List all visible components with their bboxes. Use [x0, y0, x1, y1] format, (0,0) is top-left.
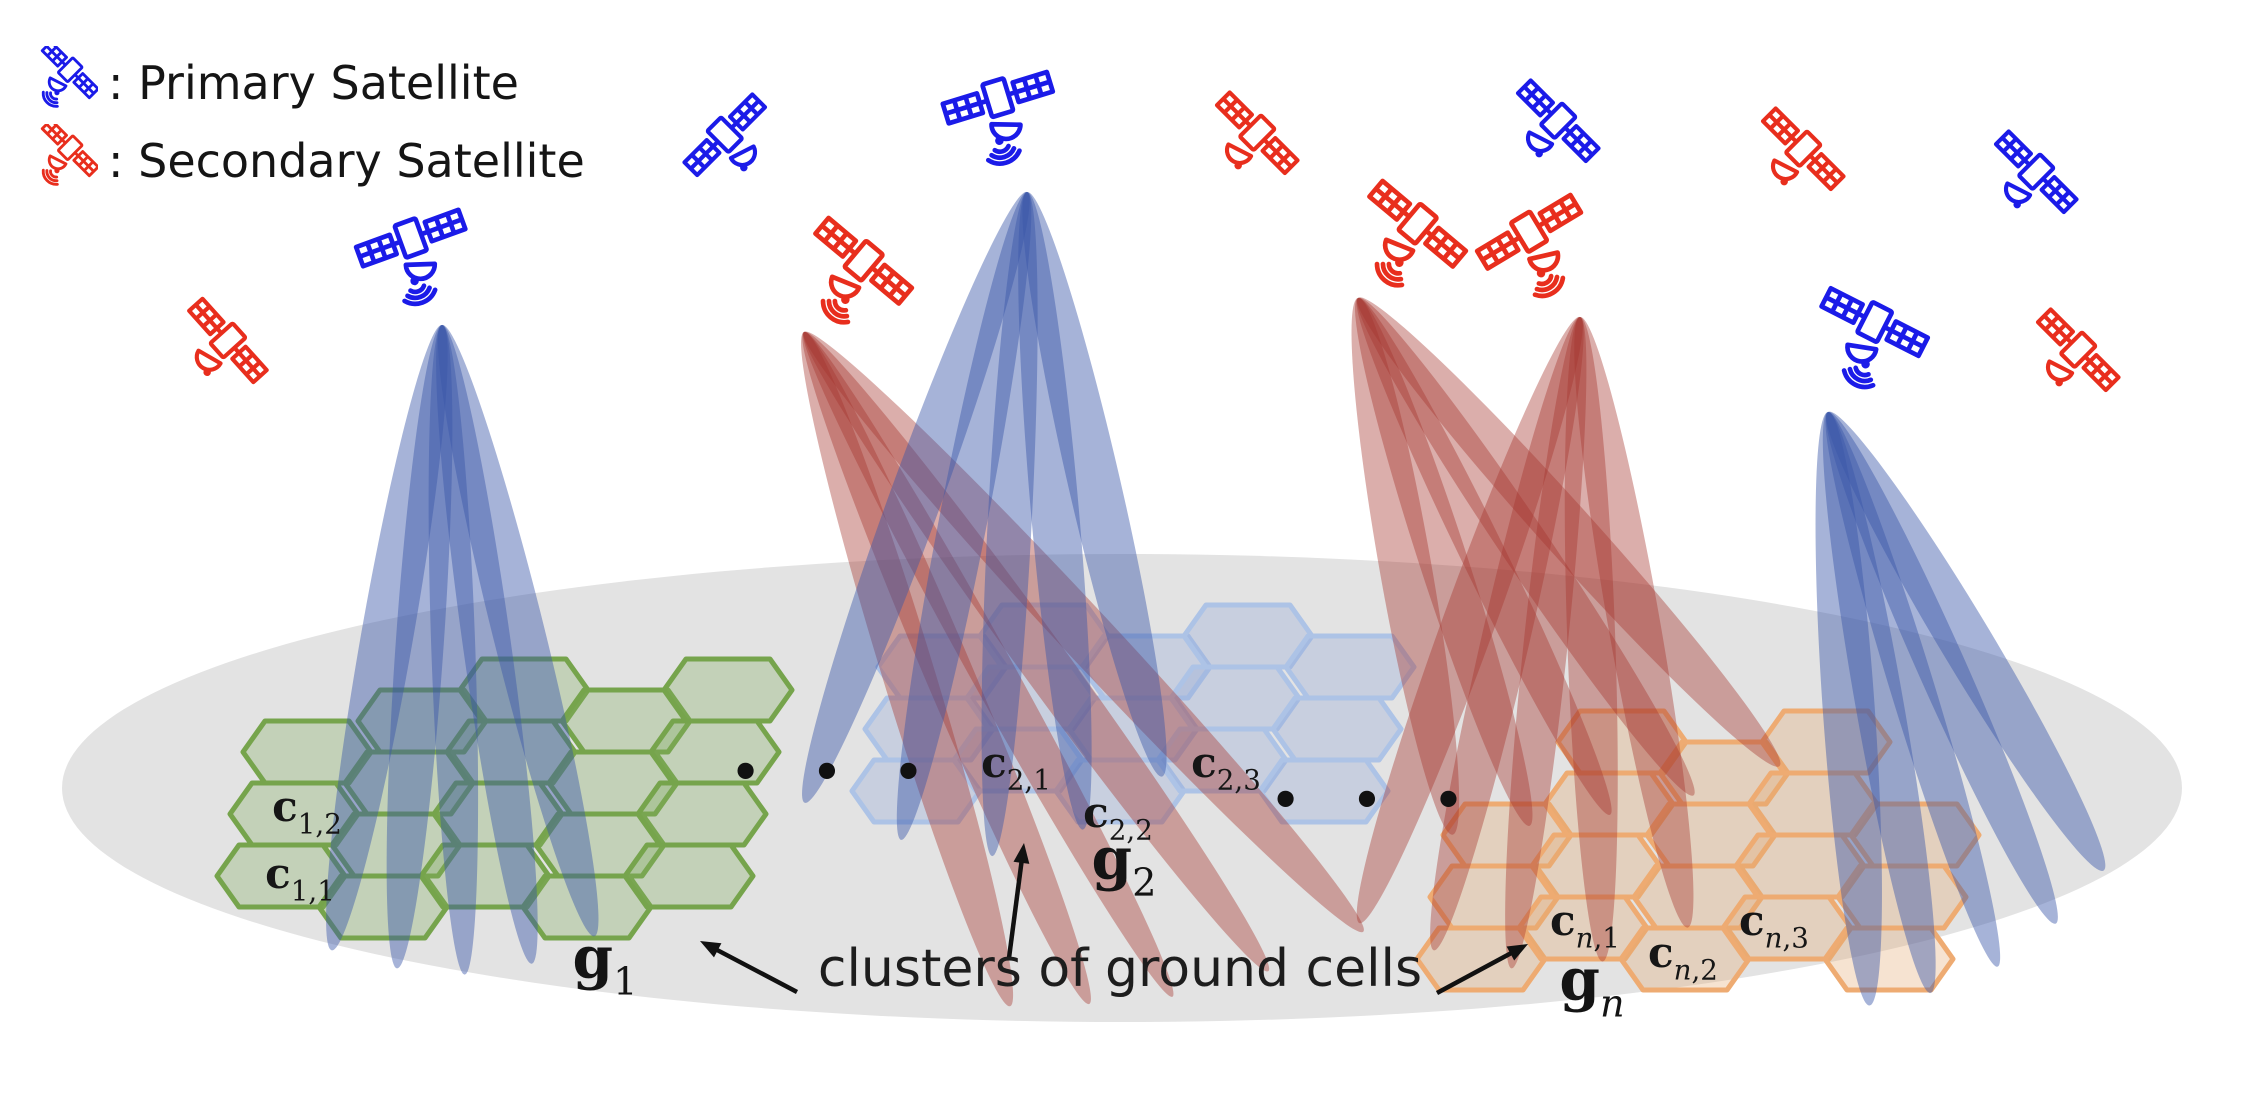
beam-fan-primary — [802, 191, 1167, 857]
secondary-satellite-icon — [1740, 104, 1847, 211]
beam — [802, 331, 1091, 1005]
beam — [326, 324, 448, 951]
beam-fan-secondary — [801, 331, 1364, 1007]
arrow-line — [713, 946, 799, 994]
cluster-g1 — [214, 656, 795, 941]
beam — [1564, 316, 1618, 962]
secondary-satellite-icon — [165, 295, 271, 404]
beam — [896, 191, 1032, 840]
beam — [802, 191, 1030, 803]
arrow — [1006, 843, 1030, 959]
hex-cell — [1270, 695, 1404, 763]
hex-cell — [635, 780, 769, 848]
beam-fan-secondary — [1356, 316, 1694, 969]
secondary-satellite-icon — [780, 213, 916, 345]
ground-ellipse — [62, 554, 2182, 1022]
hex-cell — [622, 842, 756, 910]
beam-fan-secondary — [1351, 297, 1781, 835]
hex-cell — [648, 718, 782, 786]
beam — [1356, 316, 1583, 924]
beam — [1825, 411, 2058, 924]
primary-satellite-icon — [680, 90, 787, 197]
beam — [1815, 411, 1882, 1006]
arrow-head — [1013, 843, 1030, 864]
beam — [1018, 191, 1092, 830]
arrow-head — [1506, 944, 1528, 961]
beam — [981, 191, 1038, 857]
arrow-head — [700, 941, 722, 958]
beam — [1505, 316, 1587, 969]
beam — [436, 324, 538, 964]
primary-satellite-icon — [1495, 76, 1602, 183]
cluster-g2 — [849, 602, 1417, 825]
beam-fan-primary — [326, 324, 599, 975]
beam — [1822, 411, 1936, 994]
beam — [1351, 297, 1460, 835]
beam — [1574, 316, 1694, 928]
beam — [801, 331, 1014, 1007]
beam — [437, 324, 599, 937]
beam — [1826, 411, 2106, 871]
secondary-satellite-icon — [2015, 305, 2122, 412]
beam — [1356, 297, 1612, 815]
arrow-line — [1435, 949, 1515, 995]
beam — [1357, 297, 1781, 767]
beam — [803, 331, 1364, 933]
beam — [1825, 411, 2001, 967]
hex-cell — [1257, 757, 1391, 825]
beam — [803, 331, 1270, 972]
beam — [802, 331, 1174, 997]
beam — [1356, 297, 1695, 796]
beam — [1022, 191, 1167, 777]
primary-satellite-icon — [1973, 127, 2080, 234]
hex-cell — [1822, 925, 1956, 993]
secondary-satellite-icon — [1194, 88, 1301, 195]
secondary-satellite-icon — [1334, 176, 1470, 308]
primary-satellite-icon — [1797, 282, 1931, 404]
beam-fan-primary — [1815, 411, 2106, 1006]
beam — [1355, 297, 1533, 826]
primary-satellite-icon — [941, 66, 1069, 176]
beam — [1430, 316, 1584, 951]
secondary-satellite-icon — [1474, 189, 1609, 315]
arrow-line — [1006, 858, 1025, 959]
beam — [386, 324, 453, 969]
beam — [428, 324, 479, 975]
cluster-gn — [1414, 708, 1982, 993]
arrow — [1435, 944, 1528, 995]
arrow — [700, 941, 799, 994]
hex-cell — [661, 656, 795, 724]
primary-satellite-icon — [354, 203, 484, 317]
